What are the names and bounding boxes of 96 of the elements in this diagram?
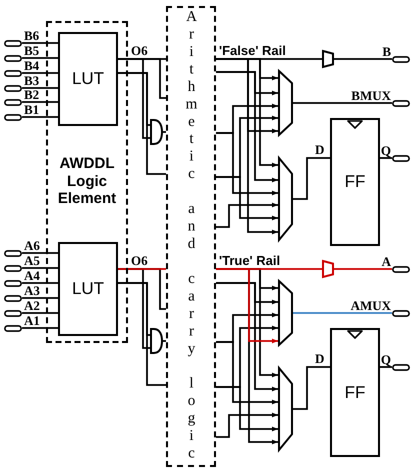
wire (216, 132, 278, 196)
buffer-symbol (322, 260, 334, 278)
input-port-icon (4, 280, 22, 286)
output-port-icon (392, 154, 410, 162)
output-port-icon (392, 100, 410, 106)
wire (380, 366, 392, 368)
wire (22, 116, 58, 118)
port-label: A3 (24, 285, 40, 297)
port-label: AMUX (350, 300, 391, 312)
rail-label: 'True' Rail (219, 255, 280, 267)
wire (216, 176, 278, 220)
wire (216, 71, 278, 182)
wire (334, 58, 392, 60)
input-port-icon (4, 310, 22, 316)
flip-flop-block (330, 118, 380, 246)
port-label: A2 (24, 300, 40, 312)
wire (22, 312, 58, 314)
wire (118, 282, 166, 386)
input-port-icon (4, 70, 22, 76)
frame-title: Arithmetic and carry logic (184, 9, 198, 463)
wire (216, 268, 278, 344)
pin-label: D (315, 144, 324, 156)
wire (334, 268, 392, 270)
output-port-icon (392, 56, 410, 62)
wire (22, 57, 58, 59)
pin-label: O6 (131, 255, 148, 267)
input-port-icon (4, 114, 22, 120)
wire (118, 58, 150, 139)
output-port-icon (392, 266, 410, 272)
port-label: Q (380, 354, 391, 366)
port-label: A4 (24, 270, 40, 282)
input-port-icon (4, 54, 22, 62)
input-port-icon (4, 40, 22, 46)
output-port-icon (392, 364, 410, 370)
rail-label: 'False' Rail (219, 45, 286, 57)
input-port-icon (4, 98, 22, 106)
wire (22, 327, 58, 329)
input-port-icon (4, 84, 22, 92)
frame-title: AWDDL Logic Element (56, 155, 118, 208)
wire (22, 282, 58, 284)
wire (293, 102, 392, 104)
wire (216, 412, 278, 438)
port-label: B3 (24, 75, 40, 87)
port-label: A (382, 256, 391, 268)
port-label: A1 (24, 315, 40, 327)
wire (118, 72, 166, 175)
input-port-icon (4, 250, 22, 256)
wire (22, 101, 58, 103)
port-label: B1 (24, 104, 40, 116)
wire (293, 366, 330, 410)
carry-logic-frame (166, 6, 216, 467)
multiplexer-symbol (278, 157, 293, 241)
multiplexer-symbol (278, 70, 293, 136)
pin-label: O6 (131, 45, 148, 57)
logic-element-frame (46, 21, 128, 343)
logic-gate-symbol (150, 328, 163, 354)
wire (22, 297, 58, 299)
wire (216, 386, 278, 432)
port-label: Q (380, 145, 391, 157)
buffer-symbol (322, 50, 334, 68)
wire (163, 340, 166, 342)
port-label: B2 (24, 89, 40, 101)
wire (118, 268, 166, 270)
port-label: B4 (24, 60, 40, 72)
wire (216, 282, 278, 392)
block-label: FF (344, 172, 366, 192)
input-port-icon (4, 264, 22, 272)
wire (380, 157, 392, 159)
wire (216, 202, 278, 228)
port-label: BMUX (351, 90, 391, 102)
wire (216, 341, 278, 404)
logic-gate-symbol (150, 119, 163, 145)
block-label: FF (344, 382, 366, 402)
multiplexer-symbol (278, 367, 293, 451)
wire (22, 87, 58, 89)
wire (293, 157, 330, 200)
port-label: B5 (24, 45, 40, 57)
wire (22, 267, 58, 269)
multiplexer-symbol (278, 280, 293, 346)
port-label: B (382, 46, 391, 58)
pin-label: D (315, 353, 324, 365)
wire (22, 42, 58, 44)
input-port-icon (4, 324, 22, 332)
port-label: A5 (24, 255, 40, 267)
port-label: A6 (24, 240, 40, 252)
wire (163, 131, 166, 133)
lut-block: LUT (58, 242, 118, 336)
flip-flop-block (330, 328, 380, 457)
wire (293, 312, 392, 314)
lut-block: LUT (58, 32, 118, 126)
wire (22, 252, 58, 254)
wire (22, 72, 58, 74)
output-port-icon (392, 310, 410, 316)
wire (216, 58, 278, 234)
input-port-icon (4, 294, 22, 302)
port-label: B6 (24, 30, 40, 42)
